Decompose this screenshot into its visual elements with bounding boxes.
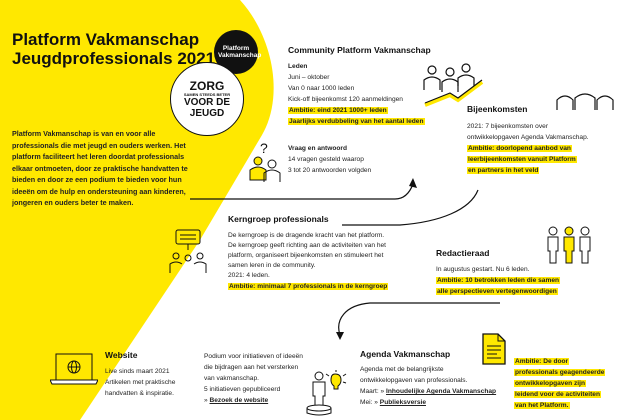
group-icon: [556, 93, 614, 110]
ambition-text: ontwikkelopgaven zijn: [514, 380, 586, 387]
redactieraad-title: Redactieraad: [436, 248, 490, 258]
text-line: De kerngroep geeft richting aan de activ…: [228, 242, 386, 249]
text-line: ontwikkelopgaven van professionals.: [360, 377, 468, 384]
agenda-ambition: Ambitie: De door professionals geagendee…: [514, 356, 632, 411]
kerngroep-section: Kerngroep professionals De kerngroep is …: [228, 214, 428, 292]
document-icon: [482, 333, 506, 365]
ambition-text: Ambitie: De door: [514, 358, 570, 365]
ambition-text: Ambitie: minimaal 7 professionals in de …: [228, 283, 389, 290]
flow-line-bottom: [338, 302, 500, 336]
ambition-text: van het Platform.: [514, 402, 570, 409]
growing-people-icon: [423, 63, 484, 107]
ambition-text: leerbijeenkomsten vanuit Platform: [467, 156, 577, 163]
arrow-head-bottom: [336, 332, 344, 340]
text-line: Kick-off bijeenkomst 120 aanmeldingen: [288, 96, 403, 103]
text-line: 5 initiatieven gepubliceerd: [204, 386, 281, 393]
website-link[interactable]: Bezoek de website: [209, 397, 269, 404]
community-section: Community Platform Vakmanschap Leden Jun…: [288, 45, 478, 127]
text-line: 14 vragen gesteld waarop: [288, 156, 364, 163]
text-line: 2021: 4 leden.: [228, 272, 270, 279]
editors-icon: [547, 226, 591, 264]
ambition-text: leidend voor de activiteiten: [514, 391, 602, 398]
flow-line-kerngroep: [342, 189, 479, 226]
agenda-section: Agenda Vakmanschap Agenda met de belangr…: [360, 349, 510, 408]
ambition-text: en partners in het veld: [467, 167, 540, 174]
ambition-text: Ambitie: 10 betrokken leden die samen: [436, 277, 561, 284]
ambition-text: Ambitie: doorlopend aanbod van: [467, 145, 572, 152]
text-line: die bijdragen aan het versterken: [204, 364, 299, 371]
text-line: In augustus gestart. Nu 6 leden.: [436, 266, 530, 273]
podium-section: Podium voor initiatieven of ideeën die b…: [204, 351, 344, 406]
text-line: 3 tot 20 antwoorden volgden: [288, 167, 372, 174]
ambition-text: Jaarlijks verdubbeling van het aantal le…: [288, 118, 425, 125]
agenda-link[interactable]: Inhoudelijke Agenda Vakmanschap: [386, 388, 497, 395]
vraag-title: Vraag en antwoord: [288, 145, 347, 152]
page-title: Platform Vakmanschap Jeugdprofessionals …: [12, 30, 216, 68]
publieksversie-link[interactable]: Publieksversie: [379, 399, 426, 406]
text-line: ontwikkelopgaven Agenda Vakmanschap.: [467, 134, 589, 141]
text-line: Live sinds maart 2021: [105, 368, 170, 375]
bijeenkomsten-section: Bijeenkomsten 2021: 7 bijeenkomsten over…: [467, 104, 632, 176]
text-line: Van 0 naar 1000 leden: [288, 85, 355, 92]
arrow-head-top: [409, 178, 417, 188]
text-line: Podium voor initiatieven of ideeën: [204, 353, 303, 360]
text-line: platform, organiseert bijeenkomsten en s…: [228, 252, 384, 259]
text-line: Artikelen met praktische: [105, 379, 176, 386]
question-people-icon: ?: [249, 140, 281, 182]
community-title: Community Platform Vakmanschap: [288, 45, 431, 55]
meeting-icon: [169, 229, 207, 273]
laptop-globe-icon: [50, 353, 98, 385]
podium-idea-icon: [306, 370, 347, 416]
zorg-logo: ZORG SAMEN STEEDS BETER VOOR DE JEUGD: [170, 62, 244, 136]
kerngroep-title: Kerngroep professionals: [228, 214, 329, 224]
redactieraad-section: Redactieraad In augustus gestart. Nu 6 l…: [436, 248, 632, 297]
link-prefix: »: [204, 397, 210, 404]
text-line: samen leren in de community.: [228, 262, 316, 269]
ambition-text: professionals geagendeerde: [514, 369, 606, 376]
intro-text: Platform Vakmanschap is van en voor alle…: [12, 129, 188, 207]
platform-badge: Platform Vakmanschap: [214, 30, 261, 74]
website-title: Website: [105, 350, 138, 360]
bijeenkomsten-title: Bijeenkomsten: [467, 104, 528, 114]
text-line: Juni – oktober: [288, 74, 330, 81]
link-prefix: Maart: »: [360, 388, 387, 395]
ambition-text: Ambitie: eind 2021 1000+ leden: [288, 107, 388, 114]
text-line: 2021: 7 bijeenkomsten over: [467, 123, 549, 130]
svg-text:?: ?: [260, 140, 268, 156]
community-subtitle: Leden: [288, 63, 308, 70]
text-line: De kerngroep is de dragende kracht van h…: [228, 232, 385, 239]
agenda-title: Agenda Vakmanschap: [360, 349, 451, 359]
text-line: handvatten & inspiratie.: [105, 390, 174, 397]
text-line: van vakmanschap.: [204, 375, 259, 382]
text-line: Agenda met de belangrijkste: [360, 366, 444, 373]
link-prefix: Mei: »: [360, 399, 380, 406]
ambition-text: alle perspectieven vertegenwoordigen: [436, 288, 558, 295]
vraag-section: Vraag en antwoord 14 vragen gesteld waar…: [288, 143, 438, 176]
website-section: Website Live sinds maart 2021 Artikelen …: [105, 350, 215, 399]
